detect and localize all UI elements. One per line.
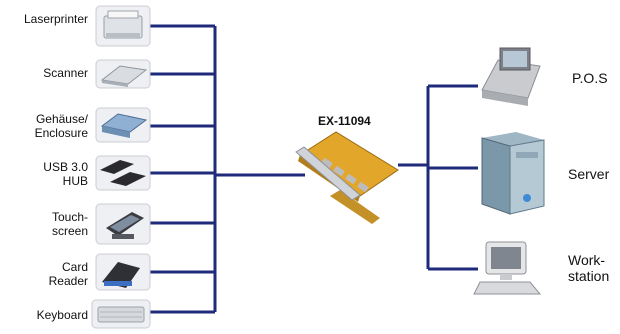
label-server: Server	[568, 166, 609, 182]
label-touchscreen: Touch-screen	[52, 210, 88, 238]
label-workstation: Work-station	[568, 252, 609, 284]
keyboard-icon	[92, 300, 150, 328]
usb-hub-icon	[96, 156, 150, 190]
label-pos: P.O.S	[572, 70, 608, 86]
laserprinter-icon	[96, 6, 150, 46]
label-line: station	[568, 268, 609, 284]
label-line: Reader	[49, 274, 88, 288]
label-line: Scanner	[43, 66, 88, 80]
label-line: USB 3.0	[43, 160, 88, 174]
label-line: Work-	[568, 252, 605, 268]
label-line: P.O.S	[572, 70, 608, 86]
pos-terminal-icon	[482, 48, 540, 106]
label-keyboard: Keyboard	[37, 308, 88, 322]
label-laserprinter: Laserprinter	[24, 12, 88, 26]
label-line: Keyboard	[37, 308, 88, 322]
label-scanner: Scanner	[43, 66, 88, 80]
label-line: screen	[52, 224, 88, 238]
enclosure-icon	[96, 108, 150, 142]
label-line: Server	[568, 166, 609, 182]
label-line: Enclosure	[35, 126, 88, 140]
pcie-usb-card-icon	[296, 132, 398, 224]
label-line: Touch-	[52, 210, 88, 224]
label-line: Gehäuse/	[36, 112, 88, 126]
label-line: Card	[62, 260, 88, 274]
server-tower-icon	[482, 132, 544, 214]
card-reader-icon	[96, 254, 150, 290]
scanner-icon	[96, 60, 150, 88]
card-title: EX-11094	[318, 114, 371, 128]
label-enclosure: Gehäuse/Enclosure	[35, 112, 88, 140]
label-line: Laserprinter	[24, 12, 88, 26]
workstation-icon	[474, 242, 540, 294]
touchscreen-icon	[96, 204, 150, 244]
label-line: HUB	[63, 174, 88, 188]
